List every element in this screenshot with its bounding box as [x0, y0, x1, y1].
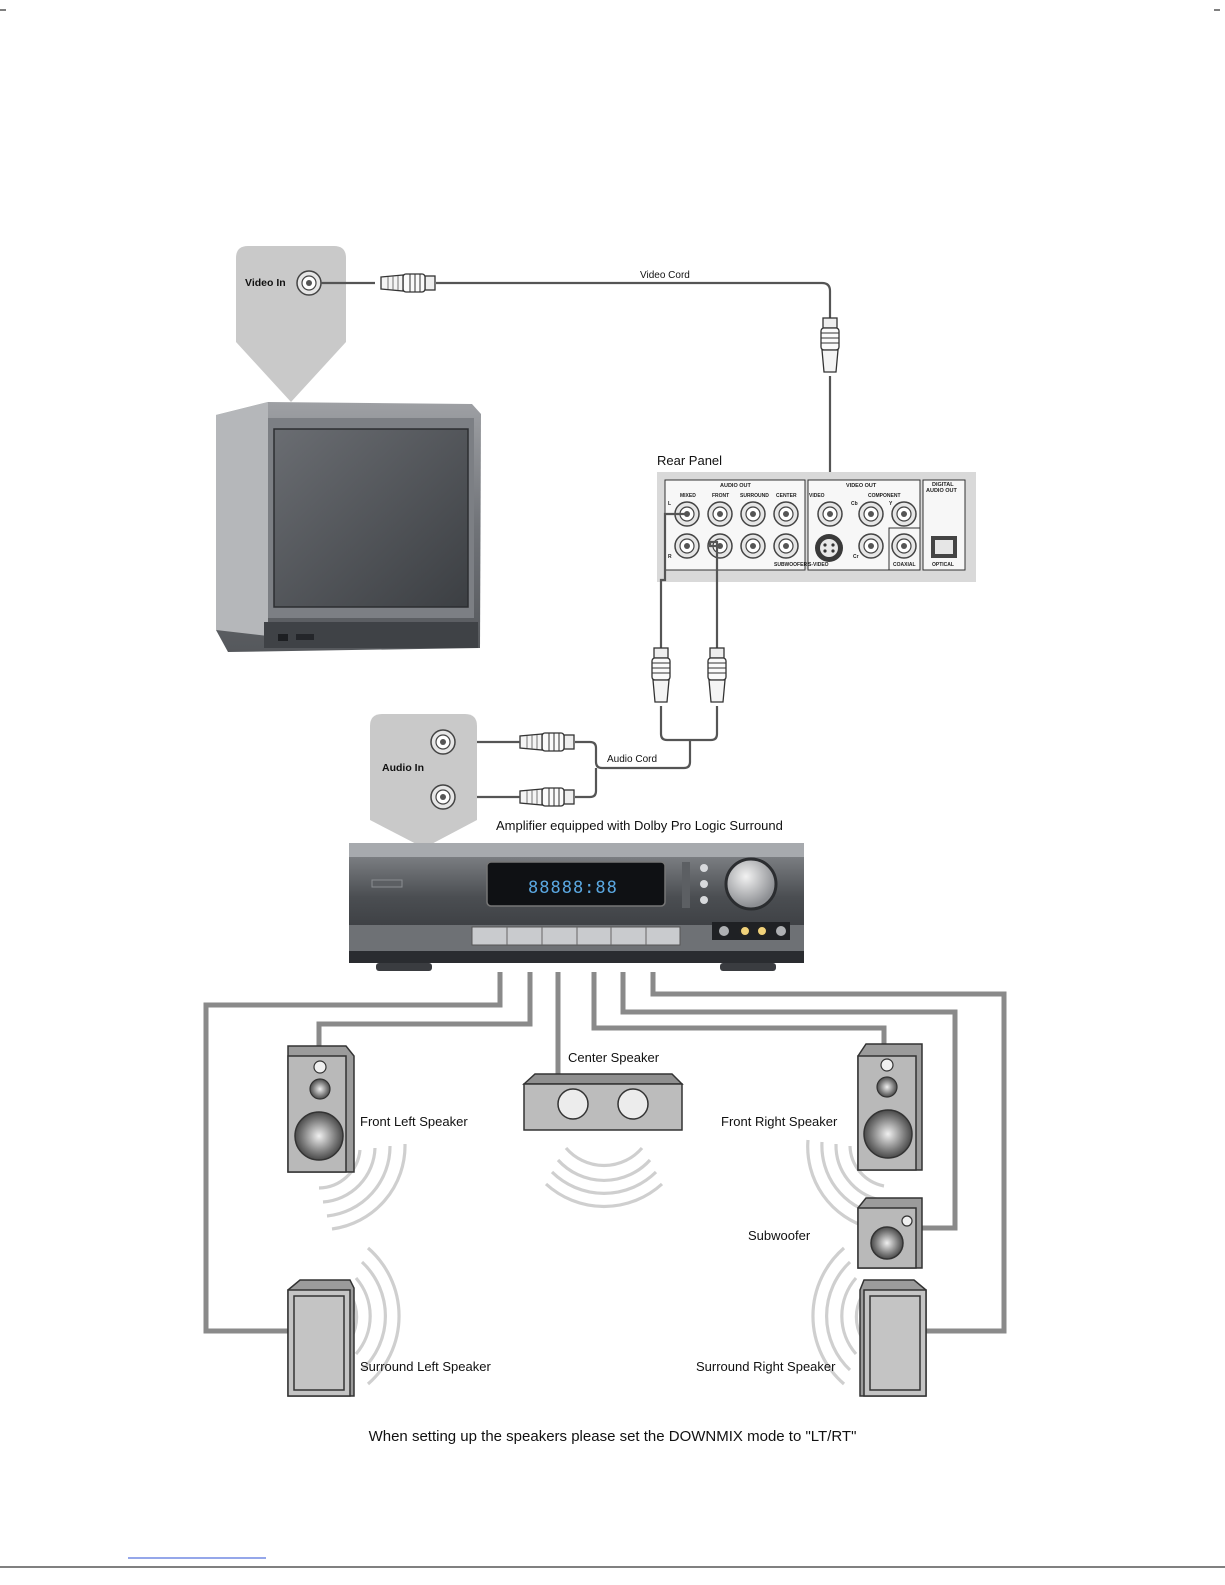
audio-cord-label: Audio Cord [607, 754, 657, 765]
cr-label: Cr [853, 554, 859, 560]
video-cord-label: Video Cord [640, 270, 690, 281]
subwoofer-label: Subwoofer [748, 1228, 811, 1243]
digital-audio-out-heading: AUDIO OUT [926, 488, 958, 494]
audio-out-heading: AUDIO OUT [720, 483, 752, 489]
downmix-note: When setting up the speakers please set … [368, 1428, 857, 1445]
amplifier-display: 88888:88 [528, 878, 618, 898]
rear-panel-label: Rear Panel [657, 453, 722, 468]
s-video-label: S-VIDEO [808, 562, 829, 568]
indicator-light [700, 864, 708, 872]
center-speaker [522, 1073, 684, 1131]
cb-label: Cb [851, 501, 858, 507]
rear-panel: AUDIO OUT VIDEO OUT DIGITAL AUDIO OUT MI… [657, 472, 976, 582]
front-right-speaker [857, 1043, 923, 1171]
front-right-speaker-label: Front Right Speaker [721, 1114, 838, 1129]
audio-in-r-jack [430, 784, 456, 810]
audio-cord: Audio Cord [455, 512, 727, 807]
digital-heading: DIGITAL [932, 482, 954, 488]
amplifier-foot [376, 963, 432, 971]
component-label: COMPONENT [868, 493, 901, 499]
speaker-wires [203, 972, 1007, 1334]
coaxial-jack [891, 533, 917, 559]
optical-label: OPTICAL [932, 562, 954, 568]
l-label: L [668, 501, 671, 507]
y-label: Y [889, 501, 893, 507]
r-label: R [668, 554, 672, 560]
video-in-label: Video In [245, 277, 286, 289]
center-label: CENTER [776, 493, 797, 499]
surround-r-jack [740, 533, 766, 559]
surround-right-speaker-label: Surround Right Speaker [696, 1359, 836, 1374]
subwoofer-out-label: SUBWOOFER [774, 562, 807, 568]
subwoofer-speaker [857, 1197, 923, 1269]
mixed-label: MIXED [680, 493, 696, 499]
s-video-jack [815, 534, 843, 562]
amplifier-foot [720, 963, 776, 971]
subwoofer-out-jack [773, 533, 799, 559]
audio-in-label: Audio In [382, 762, 424, 774]
front-l-jack [707, 501, 733, 527]
y-jack [891, 501, 917, 527]
television [216, 402, 481, 652]
front-label: FRONT [712, 493, 729, 499]
mixed-r-jack [674, 533, 700, 559]
front-left-speaker-label: Front Left Speaker [360, 1114, 468, 1129]
indicator-light [700, 880, 708, 888]
cb-jack [858, 501, 884, 527]
front-left-speaker [287, 1045, 355, 1173]
center-jack [773, 501, 799, 527]
surround-label: SURROUND [740, 493, 769, 499]
amplifier-label: Amplifier equipped with Dolby Pro Logic … [496, 818, 783, 833]
sound-waves [318, 1139, 885, 1386]
optical-port [931, 536, 957, 558]
surround-left-speaker [287, 1279, 355, 1397]
video-in-callout: Video In [236, 246, 346, 402]
amplifier-front-buttons [471, 926, 681, 946]
coaxial-label: COAXIAL [893, 562, 916, 568]
video-in-jack [296, 270, 322, 296]
video-out-heading: VIDEO OUT [846, 483, 877, 489]
indicator-light [700, 896, 708, 904]
audio-in-l-jack [430, 729, 456, 755]
center-speaker-label: Center Speaker [568, 1050, 660, 1065]
volume-knob [724, 857, 778, 911]
surround-l-jack [740, 501, 766, 527]
amplifier: 88888:88 [349, 843, 804, 971]
video-out-jack [817, 501, 843, 527]
video-label: VIDEO [809, 493, 825, 499]
surround-left-speaker-label: Surround Left Speaker [360, 1359, 491, 1374]
surround-right-speaker [859, 1279, 927, 1397]
audio-in-callout: Audio In [370, 714, 477, 848]
cr-jack [858, 533, 884, 559]
